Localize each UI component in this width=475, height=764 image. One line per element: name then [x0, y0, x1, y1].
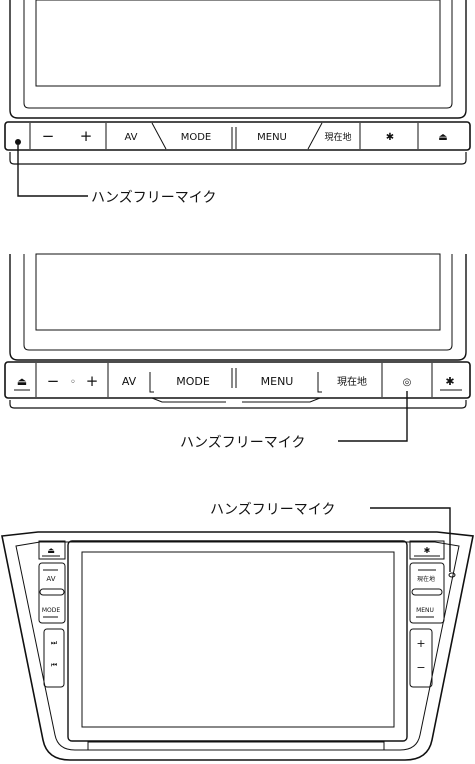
unit-3-inner-frame — [15, 541, 460, 751]
unit-3-prev-track-button[interactable]: ⏮ — [51, 661, 57, 669]
unit-3-left-track-frame — [43, 628, 65, 688]
unit-1-screen — [35, 0, 441, 87]
unit-2-menu-button[interactable]: MENU — [261, 375, 294, 388]
unit-3-left-av-mode-frame — [38, 562, 66, 624]
unit-1-eject-button[interactable]: ⏏ — [438, 132, 447, 143]
unit-2-asterisk-button[interactable]: ✱ — [445, 375, 454, 388]
unit-3-eject-button[interactable]: ⏏ — [47, 546, 55, 555]
unit-3-outer-frame — [1, 531, 474, 761]
unit-3-right-asterisk-frame — [409, 540, 445, 560]
unit-2-bezel — [23, 254, 453, 351]
unit-1-button-bar — [4, 121, 471, 151]
unit-1-base — [9, 152, 467, 165]
unit-3-map-button[interactable]: 現在地 — [417, 575, 435, 583]
unit-3-next-track-button[interactable]: ⏭ — [51, 639, 58, 647]
unit-3-bottom-slot — [87, 741, 385, 751]
unit-2-minus-button[interactable]: − — [47, 372, 60, 390]
unit-2-plus-button[interactable]: + — [86, 372, 99, 390]
callout-3-leader — [370, 507, 451, 572]
unit-1-mode-button[interactable]: MODE — [181, 132, 212, 143]
callout-1-label: ハンズフリーマイク — [91, 190, 216, 206]
unit-2-mic-icon: ◎ — [403, 377, 412, 388]
callout-3-label: ハンズフリーマイク — [210, 502, 335, 518]
callout-2-leader — [338, 391, 408, 442]
unit-3-left-eject-frame — [38, 540, 66, 560]
unit-1-bezel — [23, 0, 453, 109]
unit-1-map-button[interactable]: 現在地 — [324, 131, 351, 143]
unit-3-asterisk-button[interactable]: ✱ — [424, 546, 431, 555]
unit-3-right-volume-frame — [409, 628, 433, 688]
unit-3-mode-button[interactable]: MODE — [42, 607, 61, 614]
unit-1-minus-button[interactable]: − — [42, 127, 55, 145]
unit-2-eject-button[interactable]: ⏏ — [17, 375, 27, 388]
unit-2-mic-dot: ◦ — [70, 377, 76, 388]
unit-3-head-unit: ⏏ AV MODE ⏭ ⏮ ✱ 現在地 MENU + − — [1, 531, 474, 761]
unit-3-av-button[interactable]: AV — [46, 575, 55, 583]
callout-1-leader — [17, 145, 88, 197]
unit-1-mic-hole — [15, 139, 21, 145]
unit-1-head-unit: − + AV MODE MENU 現在地 ✱ ⏏ — [4, 0, 471, 165]
unit-1-frame — [9, 0, 467, 119]
unit-1-av-button[interactable]: AV — [124, 132, 137, 143]
unit-2-screen — [35, 253, 441, 331]
unit-2-frame — [9, 254, 467, 361]
unit-2-av-button[interactable]: AV — [122, 375, 137, 388]
unit-2-base — [9, 400, 467, 409]
callout-2-label: ハンズフリーマイク — [180, 435, 305, 451]
unit-2-mode-button[interactable]: MODE — [176, 375, 210, 388]
unit-1-asterisk-button[interactable]: ✱ — [386, 132, 394, 143]
unit-2-button-bar — [4, 361, 471, 399]
unit-1-plus-button[interactable]: + — [80, 127, 93, 145]
unit-2-head-unit: ⏏ − ◦ + AV MODE MENU 現在地 ◎ ✱ — [4, 253, 471, 409]
unit-3-volume-up-button[interactable]: + — [416, 637, 425, 650]
unit-3-volume-down-button[interactable]: − — [416, 661, 425, 674]
unit-3-menu-button[interactable]: MENU — [416, 607, 434, 614]
unit-3-display-frame — [67, 540, 408, 742]
unit-2-map-button[interactable]: 現在地 — [337, 375, 367, 388]
unit-3-mic-icon — [448, 572, 456, 578]
unit-3-screen — [81, 551, 395, 728]
unit-1-menu-button[interactable]: MENU — [257, 132, 287, 143]
unit-3-right-map-menu-frame — [409, 562, 445, 624]
